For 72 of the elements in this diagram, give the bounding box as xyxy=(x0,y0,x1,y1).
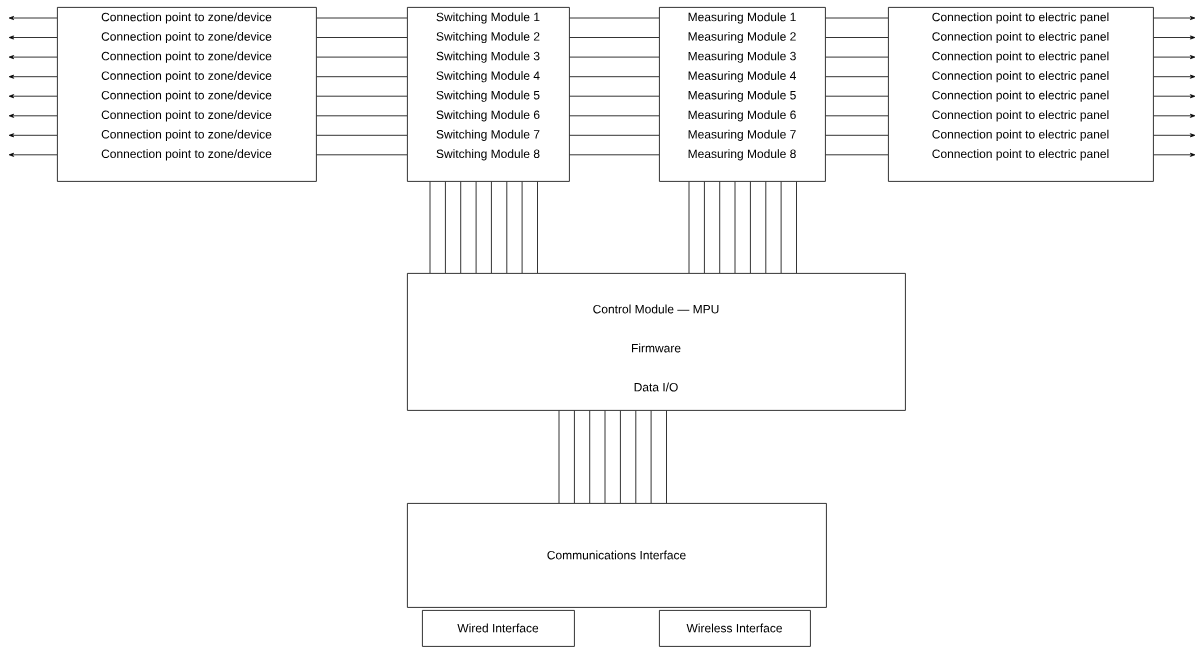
connector-line xyxy=(569,115,660,117)
connector-line xyxy=(825,154,889,156)
connector-line xyxy=(765,181,767,274)
module-box: Connection point to zone/device Connection point to zone/device Connection point to zone/device Connection point to zone/device Connection point to zone/device Connection point to zone/device Connection point to zone/device Connection point to zone/device xyxy=(57,7,317,182)
arrow xyxy=(1153,16,1196,20)
connector-line xyxy=(569,76,660,78)
connector-line xyxy=(558,410,560,504)
connector-line xyxy=(750,181,751,274)
connector-line xyxy=(445,181,446,274)
connector-line xyxy=(574,410,575,504)
arrow xyxy=(1153,152,1196,157)
connector-line xyxy=(704,181,705,274)
interface-box: Communications Interface xyxy=(407,503,827,608)
connector-line xyxy=(825,115,889,117)
connector-line xyxy=(734,181,736,274)
connector-line xyxy=(506,181,508,274)
arrow xyxy=(8,133,58,138)
connector-line xyxy=(620,410,621,504)
connector-line xyxy=(569,37,660,38)
connector-line xyxy=(521,181,523,274)
connector-line xyxy=(537,181,538,274)
connector-line xyxy=(569,56,660,58)
connector-line xyxy=(825,56,889,58)
connector-line xyxy=(569,17,660,19)
connector-line xyxy=(569,95,660,97)
arrow xyxy=(8,113,58,118)
arrow xyxy=(8,55,58,60)
module-box: Switching Module 1 Switching Module 2 Switching Module 3 Switching Module 4 Switching Module 5 Switching Module 6 Switching Module 7 Switching Module 8 xyxy=(407,7,570,182)
connector-line xyxy=(825,95,889,97)
connector-line xyxy=(316,76,408,78)
connector-line xyxy=(569,134,660,136)
connector-line xyxy=(460,181,462,274)
arrow xyxy=(8,94,58,99)
connector-line xyxy=(604,410,606,504)
arrow xyxy=(1153,74,1196,79)
connector-line xyxy=(316,154,408,156)
arrow xyxy=(1153,55,1196,60)
connector-line xyxy=(491,181,492,274)
connector-line xyxy=(719,181,721,274)
interface-box: Wireless Interface xyxy=(659,610,811,647)
arrow xyxy=(1153,113,1196,118)
connector-line xyxy=(780,181,782,274)
arrow xyxy=(8,35,58,40)
connector-line xyxy=(316,115,408,117)
connector-line xyxy=(429,181,431,274)
connector-line xyxy=(316,17,408,19)
connector-line xyxy=(825,37,889,38)
connector-line xyxy=(475,181,477,274)
connector-line xyxy=(316,134,408,136)
connector-line xyxy=(825,134,889,136)
connector-line xyxy=(688,181,690,274)
connector-line xyxy=(796,181,797,274)
module-box: Control Module — MPU Firmware Data I/O xyxy=(407,273,906,411)
arrow xyxy=(8,74,58,79)
arrow xyxy=(1153,94,1196,99)
arrow xyxy=(1153,133,1196,138)
connector-line xyxy=(666,410,667,504)
module-box: Connection point to electric panel Connection point to electric panel Connection point to electric panel Connection point to electric panel Connection point to electric panel Connection point to electric panel Connection point to electric panel Connection point to electric panel xyxy=(888,7,1154,182)
module-box: Measuring Module 1 Measuring Module 2 Measuring Module 3 Measuring Module 4 Measuring Module 5 Measuring Module 6 Measuring Module 7 Measuring Module 8 xyxy=(659,7,826,182)
connector-line xyxy=(569,154,660,156)
connector-line xyxy=(650,410,652,504)
connector-line xyxy=(316,56,408,58)
arrow xyxy=(8,152,58,157)
connector-line xyxy=(589,410,591,504)
connector-line xyxy=(825,17,889,19)
connector-line xyxy=(316,95,408,97)
arrow xyxy=(8,16,58,20)
connector-line xyxy=(825,76,889,78)
connector-line xyxy=(316,37,408,38)
connector-line xyxy=(635,410,637,504)
arrow xyxy=(1153,35,1196,40)
interface-box: Wired Interface xyxy=(422,610,575,647)
